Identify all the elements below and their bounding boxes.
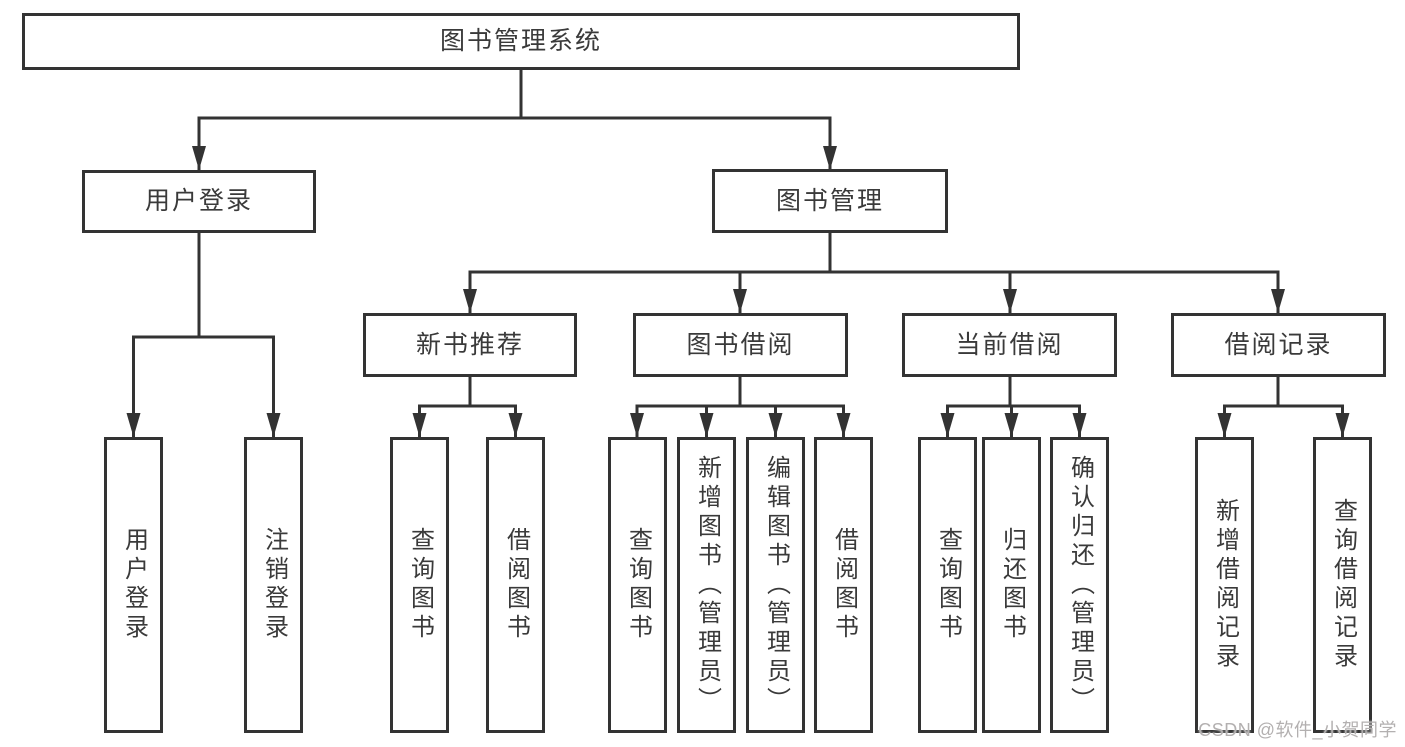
leaf-query-books-borrow-label: 查询图书	[624, 527, 652, 643]
leaf-logout-label: 注销登录	[260, 527, 288, 643]
node-borrow-records: 借阅记录	[1171, 313, 1386, 377]
node-new-book-recommend-label: 新书推荐	[415, 330, 524, 359]
node-book-management-label: 图书管理	[775, 186, 884, 215]
node-borrow-records-label: 借阅记录	[1224, 330, 1333, 359]
leaf-add-borrow-record: 新增借阅记录	[1195, 437, 1254, 733]
leaf-add-book-admin-label: 新增图书（管理员）	[693, 454, 721, 716]
node-current-borrow-label: 当前借阅	[955, 330, 1064, 359]
node-book-borrow: 图书借阅	[633, 313, 848, 377]
leaf-edit-book-admin: 编辑图书（管理员）	[746, 437, 805, 733]
node-book-borrow-label: 图书借阅	[686, 330, 795, 359]
connector-root	[192, 67, 837, 172]
leaf-query-books-current-label: 查询图书	[934, 527, 962, 643]
connector-current-borrow	[940, 375, 1087, 439]
leaf-borrow-books-label: 借阅图书	[830, 527, 858, 643]
leaf-borrow-books: 借阅图书	[814, 437, 873, 733]
leaf-query-books-recommend-label: 查询图书	[406, 527, 434, 643]
leaf-return-book-label: 归还图书	[998, 527, 1026, 643]
connector-book-borrow	[630, 375, 851, 439]
node-root-label: 图书管理系统	[439, 27, 602, 55]
leaf-user-login-label: 用户登录	[120, 527, 148, 643]
leaf-query-books-borrow: 查询图书	[608, 437, 667, 733]
node-user-login: 用户登录	[82, 170, 316, 233]
leaf-return-book: 归还图书	[982, 437, 1041, 733]
node-root: 图书管理系统	[22, 13, 1020, 70]
csdn-watermark: CSDN @软件_小贺同学	[1198, 720, 1397, 740]
leaf-query-borrow-record: 查询借阅记录	[1313, 437, 1372, 733]
node-current-borrow: 当前借阅	[902, 313, 1117, 377]
node-book-management: 图书管理	[712, 169, 948, 233]
connector-user-login	[126, 231, 281, 439]
leaf-user-login: 用户登录	[104, 437, 163, 733]
leaf-confirm-return-admin-label: 确认归还（管理员）	[1066, 454, 1094, 716]
leaf-query-borrow-record-label: 查询借阅记录	[1329, 498, 1357, 672]
leaf-add-book-admin: 新增图书（管理员）	[677, 437, 736, 733]
leaf-logout: 注销登录	[244, 437, 303, 733]
leaf-query-books-current: 查询图书	[918, 437, 977, 733]
leaf-query-books-recommend: 查询图书	[390, 437, 449, 733]
leaf-confirm-return-admin: 确认归还（管理员）	[1050, 437, 1109, 733]
leaf-add-borrow-record-label: 新增借阅记录	[1211, 498, 1239, 672]
node-user-login-label: 用户登录	[144, 187, 253, 215]
connector-new-book-recommend	[412, 375, 523, 439]
node-new-book-recommend: 新书推荐	[363, 313, 577, 377]
leaf-borrow-books-recommend: 借阅图书	[486, 437, 545, 733]
connector-book-management	[463, 231, 1285, 315]
connector-borrow-records	[1217, 375, 1350, 439]
leaf-borrow-books-recommend-label: 借阅图书	[502, 527, 530, 643]
leaf-edit-book-admin-label: 编辑图书（管理员）	[762, 454, 790, 716]
